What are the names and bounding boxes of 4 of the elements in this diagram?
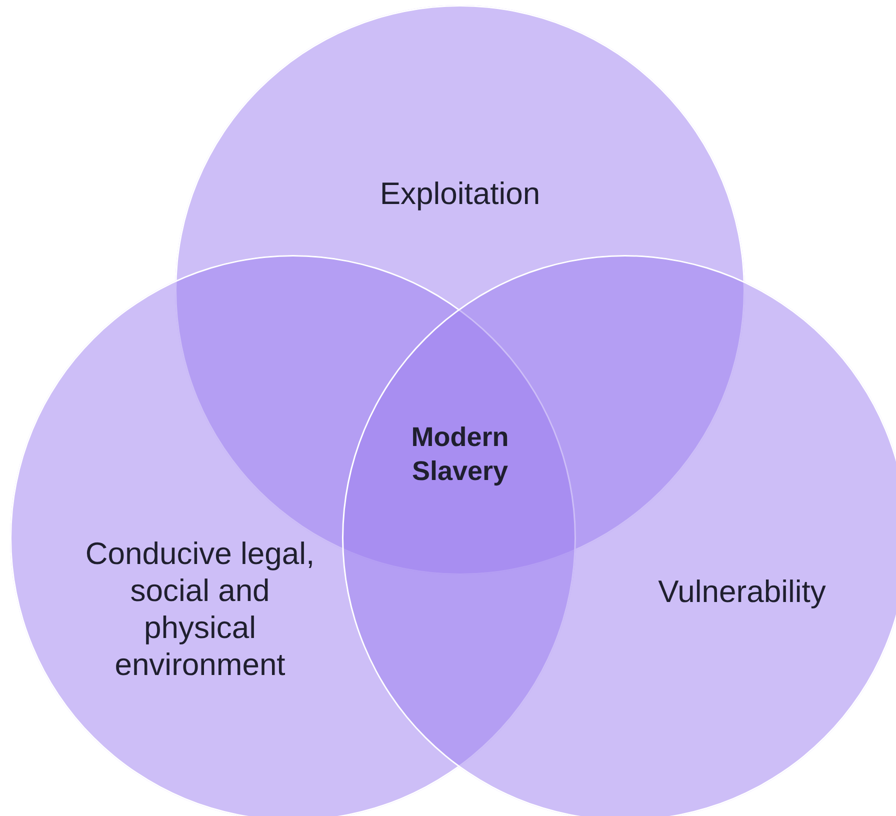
circle-label: Conducive legal, social and physical environment: [84, 535, 316, 683]
circle-label: Exploitation: [378, 175, 542, 212]
circle-label: Vulnerability: [657, 573, 827, 610]
overlap-label: Modern Slavery: [410, 421, 510, 488]
